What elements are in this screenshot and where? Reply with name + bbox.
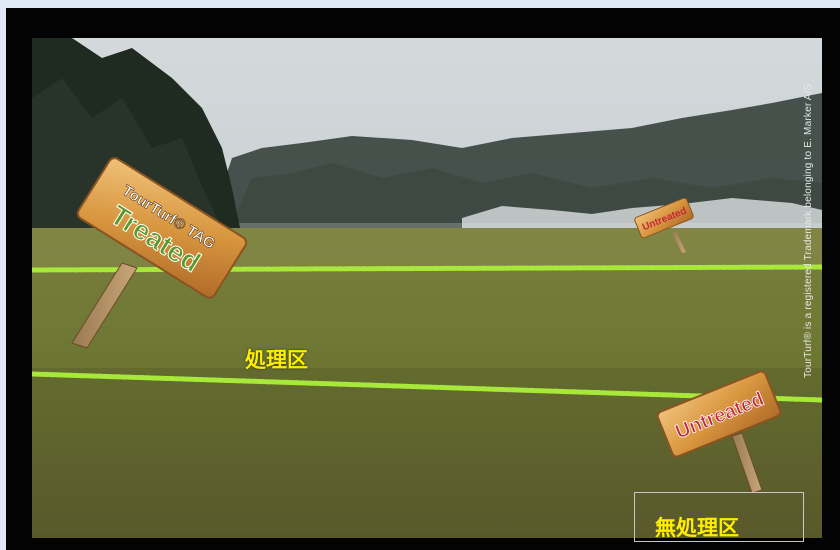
untreated-far-sign-post: [672, 232, 686, 253]
untreated-zone-label: 無処理区: [655, 516, 739, 540]
untreated-zone-box: [634, 492, 804, 542]
turf-photo: TourTurf® TAG Treated Untreated Untreate…: [32, 38, 822, 538]
snow-patch: [462, 198, 822, 228]
treated-sign-icon: TourTurf® TAG Treated: [76, 157, 248, 299]
treated-zone-label: 処理区: [245, 348, 308, 372]
grass-field: [32, 228, 822, 538]
untreated-sign-icon: Untreated: [656, 370, 782, 458]
untreated-near-sign-post: [731, 432, 763, 494]
boundary-line-near: [32, 371, 822, 403]
boundary-line-far: [32, 264, 822, 273]
trademark-credit: TourTurf® is a registered Trademark belo…: [803, 83, 814, 378]
treated-sign-post: [71, 262, 138, 349]
field-scene: TourTurf® TAG Treated Untreated Untreate…: [32, 38, 822, 538]
